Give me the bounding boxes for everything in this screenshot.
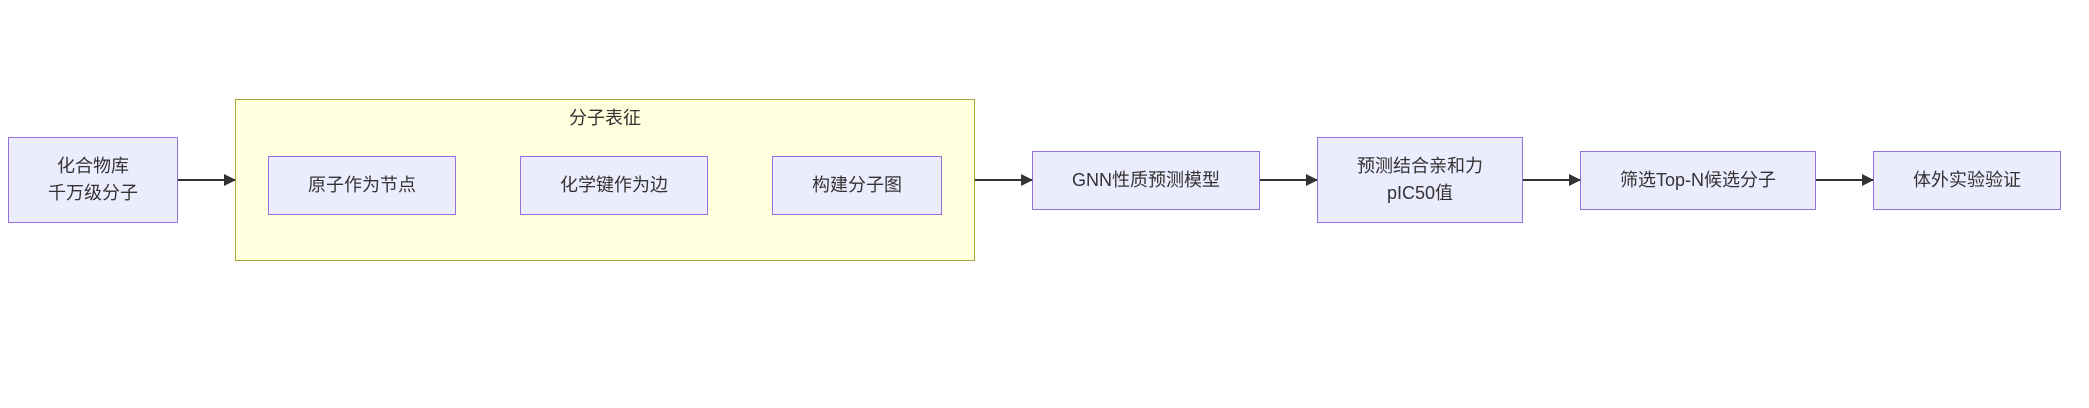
flow-row: 化合物库 千万级分子 分子表征 原子作为节点 化学键作为边 构建分子图 GNN性… <box>8 99 2062 261</box>
subgraph-molecular-representation: 分子表征 原子作为节点 化学键作为边 构建分子图 <box>235 99 975 261</box>
node-compound-library-line2: 千万级分子 <box>48 183 138 203</box>
node-bonds-as-edges: 化学键作为边 <box>520 156 708 215</box>
subgraph-title: 分子表征 <box>569 108 641 128</box>
node-predict-binding-affinity: 预测结合亲和力 pIC50值 <box>1317 137 1523 223</box>
subgraph-body: 原子作为节点 化学键作为边 构建分子图 <box>268 156 942 215</box>
node-atoms-as-nodes: 原子作为节点 <box>268 156 456 215</box>
arrow-right-icon <box>1862 174 1875 186</box>
arrow-right-icon <box>224 174 236 186</box>
node-screen-top-n-candidates: 筛选Top-N候选分子 <box>1580 150 1817 210</box>
node-build-molecular-graph: 构建分子图 <box>772 156 942 215</box>
flow-arrow-4 <box>1523 174 1581 186</box>
flow-arrow-1 <box>178 174 236 186</box>
arrow-right-icon <box>1021 174 1033 186</box>
flow-arrow-2 <box>975 174 1033 186</box>
node-compound-library-line1: 化合物库 <box>57 156 129 176</box>
arrow-right-icon <box>1306 174 1318 186</box>
node-predict-binding-affinity-line1: 预测结合亲和力 <box>1357 156 1483 176</box>
node-gnn-prediction-model: GNN性质预测模型 <box>1032 150 1260 210</box>
node-in-vitro-validation: 体外实验验证 <box>1873 150 2062 210</box>
flow-arrow-5 <box>1816 174 1875 186</box>
flow-arrow-3 <box>1260 174 1318 186</box>
node-compound-library: 化合物库 千万级分子 <box>8 137 178 223</box>
node-predict-binding-affinity-line2: pIC50值 <box>1386 183 1454 203</box>
arrow-right-icon <box>1569 174 1581 186</box>
